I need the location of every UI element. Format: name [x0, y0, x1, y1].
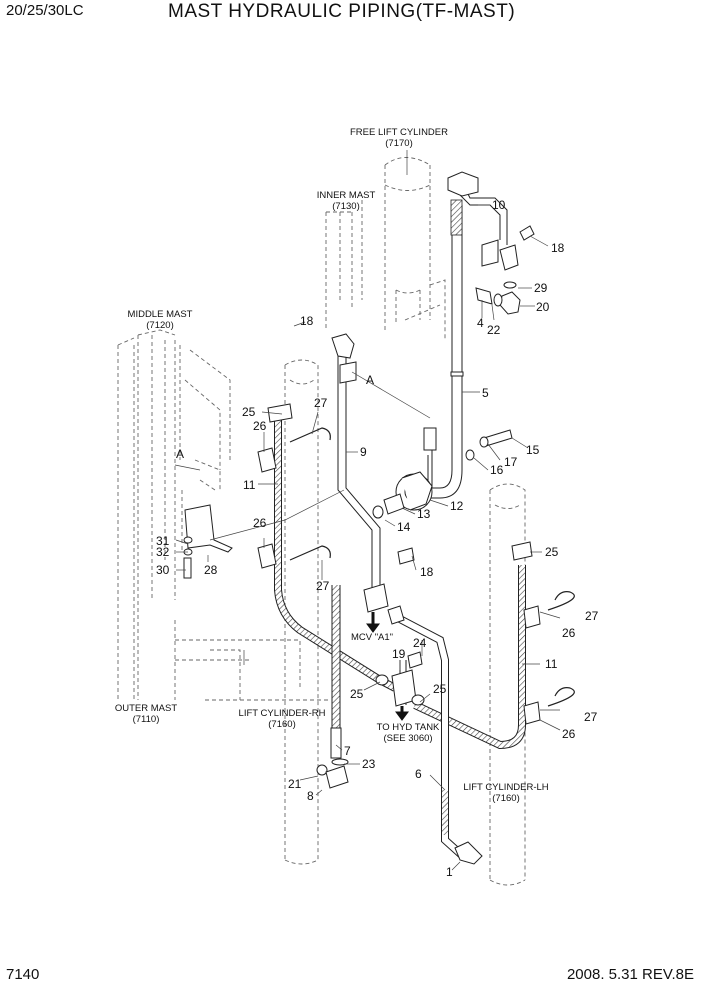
- part-callouts: 10 18 29 20 4 22 18 5 15 16 17 25 27 26 …: [156, 198, 599, 879]
- fittings: [183, 171, 541, 865]
- label-inner-mast-ref: (7130): [332, 201, 359, 212]
- flow-arrows: [366, 612, 409, 721]
- callout-25-tee-right: 25: [433, 682, 447, 696]
- callout-31: 31: [156, 534, 170, 548]
- callout-16: 16: [490, 463, 504, 477]
- callout-19: 19: [392, 647, 406, 661]
- callout-10: 10: [492, 198, 506, 212]
- callout-25-lh-top: 25: [545, 545, 559, 559]
- callout-28: 28: [204, 563, 218, 577]
- callout-6: 6: [415, 767, 422, 781]
- callout-12: 12: [450, 499, 464, 513]
- callout-8: 8: [307, 789, 314, 803]
- label-to-hyd-tank-ref: (SEE 3060): [383, 733, 432, 744]
- callout-14: 14: [397, 520, 411, 534]
- label-middle-mast: MIDDLE MAST: [128, 309, 193, 320]
- lift-cylinder-lh-structure: [489, 483, 526, 886]
- pipe-9: [337, 345, 381, 575]
- callout-26-lh-lower: 26: [562, 727, 576, 741]
- detail-mark-a-left: A: [176, 447, 184, 461]
- callout-20: 20: [536, 300, 550, 314]
- inner-mast-structure: [325, 200, 363, 330]
- callout-18-upper: 18: [551, 241, 565, 255]
- hose-6: [396, 614, 468, 861]
- label-to-hyd-tank: TO HYD TANK: [377, 722, 440, 733]
- hose-11-rh: [274, 420, 397, 692]
- hose-5: [427, 205, 464, 499]
- callout-13: 13: [417, 507, 431, 521]
- callout-4: 4: [477, 316, 484, 330]
- callout-11-lh: 11: [545, 657, 558, 671]
- callout-21: 21: [288, 777, 302, 791]
- callout-30: 30: [156, 563, 170, 577]
- callout-24: 24: [413, 636, 427, 650]
- label-mcv: MCV "A1": [351, 632, 393, 643]
- callout-27-upper-rh: 27: [314, 396, 328, 410]
- callout-15: 15: [526, 443, 540, 457]
- callout-7: 7: [344, 744, 351, 758]
- model-code: 20/25/30LC: [6, 2, 84, 19]
- label-lift-cylinder-rh-ref: (7160): [268, 719, 295, 730]
- callout-32: 32: [156, 545, 170, 559]
- callout-5: 5: [482, 386, 489, 400]
- callout-27-lh-lower: 27: [584, 710, 598, 724]
- revision-date: 2008. 5.31 REV.8E: [566, 966, 694, 983]
- callout-22: 22: [487, 323, 501, 337]
- label-outer-mast-ref: (7110): [133, 714, 160, 725]
- callout-29: 29: [534, 281, 548, 295]
- free-lift-cylinder-structure: [384, 157, 446, 340]
- callout-1: 1: [446, 865, 453, 879]
- label-free-lift-cylinder-ref: (7170): [385, 138, 412, 149]
- hooks-27: [289, 427, 575, 707]
- leader-lines: [174, 150, 561, 871]
- callout-25-upper-rh: 25: [242, 405, 256, 419]
- callout-23: 23: [362, 757, 376, 771]
- callout-27-mid-rh: 27: [316, 579, 330, 593]
- hose-7: [330, 585, 342, 759]
- callout-9: 9: [360, 445, 367, 459]
- callout-11-rh: 11: [243, 478, 256, 492]
- braided-hose-upper: [450, 199, 463, 236]
- callout-26-mid-rh: 26: [253, 516, 267, 530]
- assembly-labels: FREE LIFT CYLINDER (7170) INNER MAST (71…: [115, 127, 549, 804]
- label-lift-cylinder-rh: LIFT CYLINDER-RH: [239, 708, 326, 719]
- callout-18-mid: 18: [300, 314, 314, 328]
- outer-mast-structure: [117, 337, 330, 701]
- middle-mast-structure: [137, 329, 231, 700]
- page-number: 7140: [6, 966, 40, 983]
- label-lift-cylinder-lh-ref: (7160): [492, 793, 519, 804]
- callout-26-lh-upper: 26: [562, 626, 576, 640]
- label-outer-mast: OUTER MAST: [115, 703, 177, 714]
- callout-27-lh-upper: 27: [585, 609, 599, 623]
- label-inner-mast: INNER MAST: [317, 190, 376, 201]
- callout-17: 17: [504, 455, 518, 469]
- label-middle-mast-ref: (7120): [146, 320, 173, 331]
- callout-18-lower: 18: [420, 565, 434, 579]
- callout-26-upper-rh: 26: [253, 419, 267, 433]
- callout-25-tee-left: 25: [350, 687, 364, 701]
- label-lift-cylinder-lh: LIFT CYLINDER-LH: [463, 782, 548, 793]
- hose-11-lh: [413, 565, 526, 750]
- page-title: MAST HYDRAULIC PIPING(TF-MAST): [168, 1, 516, 22]
- label-free-lift-cylinder: FREE LIFT CYLINDER: [350, 127, 448, 138]
- detail-mark-a-upper: A: [366, 373, 374, 387]
